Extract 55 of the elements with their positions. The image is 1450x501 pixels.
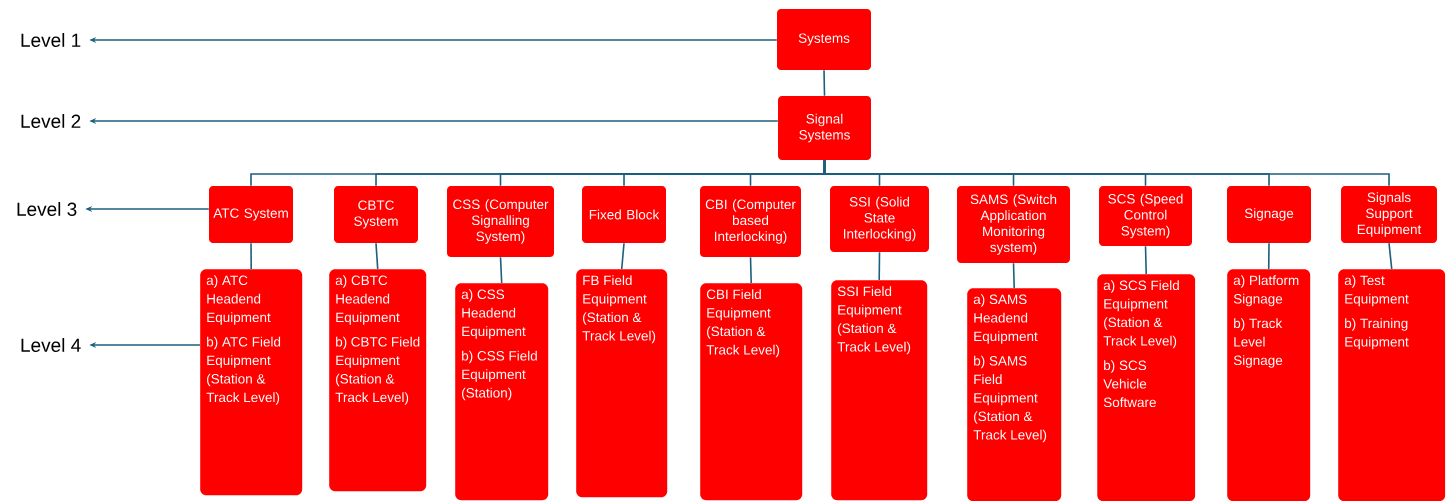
category-box: SCS (Speed Control System) — [1099, 186, 1192, 246]
list-item: CBI Field Equipment (Station & Track Level) — [706, 289, 780, 358]
list-item: a) Test Equipment — [1344, 275, 1409, 307]
level-label: Level 2 — [21, 114, 81, 128]
list-item: b) SCS Vehicle Software — [1103, 360, 1156, 408]
category-box: SAMS (Switch Application Monitoring system) — [957, 186, 1070, 263]
category-box: CBI (Computer based Interlocking) — [700, 186, 801, 257]
connector-line — [878, 251, 881, 281]
list-item: b) SAMS Field Equipment (Station & Track Level) — [973, 355, 1047, 443]
item-box — [1227, 269, 1311, 501]
connector-line — [823, 159, 1390, 187]
list-item: a) CBTC Headend Equipment — [335, 275, 400, 325]
list-item: a) CSS Headend Equipment — [461, 289, 526, 339]
category-box: Systems — [777, 9, 871, 70]
category-box: Signals Support Equipment — [1341, 186, 1437, 243]
list-item: b) CBTC Field Equipment (Station & Track Level) — [335, 336, 420, 405]
category-box: CBTC System — [334, 186, 418, 243]
level-label: Level 3 — [17, 202, 77, 216]
list-item: a) ATC Headend Equipment — [206, 275, 271, 325]
list-item: a) SCS Field Equipment (Station & Track Level) — [1103, 280, 1179, 349]
category-box: CSS (Computer Signalling System) — [447, 186, 554, 257]
item-box — [831, 280, 928, 501]
item-box — [329, 269, 427, 492]
connector-line — [250, 242, 252, 270]
connector-line — [1012, 262, 1015, 289]
list-item: a) Platform Signage — [1233, 275, 1299, 307]
item-box — [455, 283, 549, 501]
connector-line — [620, 242, 625, 270]
item-box — [576, 269, 668, 498]
item-box — [1097, 274, 1196, 501]
level-label: Level 1 — [21, 33, 81, 47]
list-item: b) CSS Field Equipment (Station) — [462, 350, 537, 401]
connector-line — [499, 256, 503, 284]
list-item: a) SAMS Headend Equipment — [973, 294, 1038, 344]
list-item: b) ATC Field Equipment (Station & Track Level) — [206, 336, 281, 405]
list-item: SSI Field Equipment (Station & Track Level) — [837, 286, 911, 355]
list-item: b) Training Equipment — [1345, 318, 1409, 350]
connector-line — [1388, 242, 1393, 270]
item-box — [967, 288, 1062, 501]
category-box: SSI (Solid State Interlocking) — [830, 186, 929, 252]
connector-line — [749, 256, 752, 284]
connector-line — [375, 242, 379, 270]
connector-line — [823, 69, 826, 97]
connector-line — [1144, 245, 1147, 275]
category-box: ATC System — [209, 186, 293, 243]
category-box: Signage — [1227, 186, 1311, 243]
level-label: Level 4 — [21, 338, 81, 352]
connector-line — [1267, 242, 1270, 270]
list-item: b) Track Level Signage — [1233, 318, 1283, 368]
item-box — [200, 269, 303, 496]
list-item: FB Field Equipment (Station & Track Level) — [582, 275, 656, 344]
item-box — [1338, 269, 1446, 501]
category-box: Signal Systems — [778, 96, 871, 160]
item-box — [700, 283, 803, 501]
category-box: Fixed Block — [582, 186, 666, 243]
